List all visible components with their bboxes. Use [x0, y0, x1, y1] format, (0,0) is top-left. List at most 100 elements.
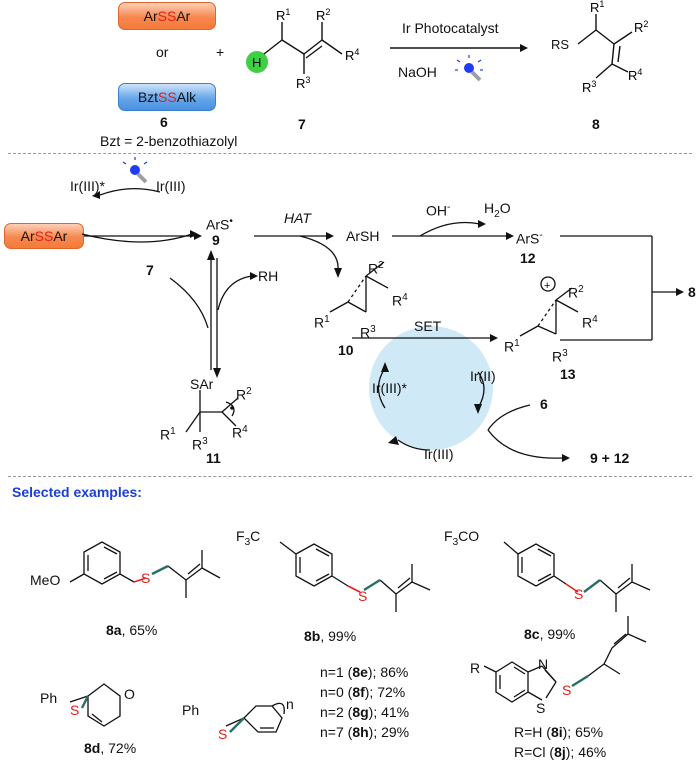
n3-id: 8h	[352, 724, 369, 740]
reagent-bzt: Bzt	[137, 89, 159, 105]
ars-radical: ArS•	[206, 216, 233, 233]
alkene-r4: R4	[345, 47, 359, 63]
b1-pre: R=Cl (	[514, 744, 555, 760]
base-label: NaOH	[398, 64, 437, 80]
water-text: H	[484, 200, 495, 216]
b0-pre: R=H (	[514, 724, 551, 740]
or-text: or	[156, 44, 169, 60]
reagent-ar-right: Ar	[176, 8, 191, 24]
b1-post: ); 46%	[565, 744, 607, 760]
examples-structures	[69, 541, 651, 733]
product-r3: R3	[582, 79, 596, 95]
r2-13: R2	[568, 284, 584, 301]
sar-label: SAr	[190, 376, 214, 392]
bzt-r: R	[470, 660, 481, 676]
example-8c-id: 8c	[524, 626, 540, 642]
example-8d-yield: , 72%	[100, 740, 137, 756]
bzt-n: N	[538, 656, 549, 672]
catalyst-label: Ir Photocatalyst	[402, 20, 499, 36]
alkene-r3: R3	[296, 75, 310, 91]
mech-ar-left: Ar	[20, 228, 35, 244]
n-series-2: n=2 (8g); 41%	[320, 704, 409, 720]
compound-8-label: 8	[592, 116, 600, 132]
bzt-s: S	[536, 700, 546, 716]
cycle-ir3: Ir(III)	[424, 446, 454, 462]
n-series-3: n=7 (8h); 29%	[320, 724, 409, 740]
example-8d-id: 8d	[84, 740, 101, 756]
mechanism-light-icon	[122, 157, 148, 184]
n-series-1: n=0 (8f); 72%	[320, 684, 409, 700]
b0-id: 8i	[550, 724, 563, 740]
ars-radical-text: ArS	[206, 216, 230, 233]
b0-post: ); 65%	[562, 724, 604, 740]
r4-11: R4	[232, 424, 248, 441]
hydroxide-text: OH	[426, 202, 447, 219]
meo-label: MeO	[30, 572, 61, 588]
r2-11: R2	[236, 386, 252, 403]
example-8b-id: 8b	[304, 628, 321, 644]
product-r1: R1	[590, 0, 604, 15]
label-12: 12	[520, 250, 536, 266]
r4-10: R4	[392, 292, 408, 309]
alkene-r2: R2	[316, 7, 330, 23]
r2-10: R2	[368, 260, 384, 277]
ring-n-subscript: n	[286, 696, 294, 712]
pyran-o: O	[124, 686, 135, 702]
s-atom-8i: S	[562, 682, 572, 698]
compound-7-label: 7	[298, 116, 306, 132]
example-8a-id: 8a	[106, 622, 122, 638]
product-r2: R2	[634, 19, 648, 35]
example-8b: 8b, 99%	[304, 628, 356, 644]
separator-2	[8, 476, 692, 477]
ph-8e: Ph	[182, 702, 200, 718]
h-atom-highlight	[246, 51, 268, 73]
s-atom-8d: S	[70, 702, 80, 718]
n1-id: 8f	[352, 684, 365, 700]
product-9-12: 9 + 12	[590, 450, 630, 466]
light-bulb-icon	[455, 55, 483, 82]
product-rs: RS	[551, 37, 569, 52]
reagent-ss: SS	[157, 8, 177, 24]
plus-sign: +	[216, 44, 225, 60]
mechanism-arrows: +	[81, 157, 684, 462]
r3-11: R3	[192, 436, 208, 453]
cycle-ir2: Ir(II)	[470, 368, 496, 384]
hat-label: HAT	[284, 210, 311, 226]
reagent-ar-left: Ar	[143, 8, 158, 24]
n0-id: 8e	[352, 664, 368, 680]
n1-pre: n=0 (	[320, 684, 353, 700]
n3-post: ); 29%	[368, 724, 410, 740]
bzt-series-0: R=H (8i); 65%	[514, 724, 606, 740]
r1-13: R1	[504, 338, 520, 355]
r1-11: R1	[160, 426, 176, 443]
n0-post: ); 86%	[367, 664, 409, 680]
ocf3-f: F	[444, 528, 453, 544]
cycle-ir3-star: Ir(III)*	[372, 380, 407, 396]
label-8-mech: 8	[688, 284, 696, 300]
ars-anion-text: ArS	[516, 230, 540, 247]
r3-13: R3	[552, 348, 568, 365]
reagent-alk: Alk	[176, 89, 197, 105]
n1-post: ); 72%	[364, 684, 406, 700]
rh-label: RH	[258, 268, 279, 284]
arsh-label: ArSH	[346, 228, 380, 244]
label-9: 9	[212, 232, 220, 248]
example-8c-yield: , 99%	[539, 626, 576, 642]
ir3-star-top: Ir(III)*	[70, 178, 105, 194]
label-6-mech: 6	[540, 396, 548, 412]
s-atom-8e: S	[218, 726, 228, 742]
mech-ss: SS	[34, 228, 54, 244]
n2-pre: n=2 (	[320, 704, 353, 720]
s-atom-8c: S	[574, 586, 584, 602]
top-scheme-structures: H R1 R2 R4 R3	[246, 0, 648, 95]
example-8c: 8c, 99%	[524, 626, 575, 642]
water-label: H2O	[484, 200, 511, 220]
n0-pre: n=1 (	[320, 664, 353, 680]
label-13: 13	[560, 366, 576, 382]
h-atom: H	[252, 55, 261, 70]
alkene-r1: R1	[276, 7, 290, 23]
cf3-f: F	[236, 528, 245, 544]
